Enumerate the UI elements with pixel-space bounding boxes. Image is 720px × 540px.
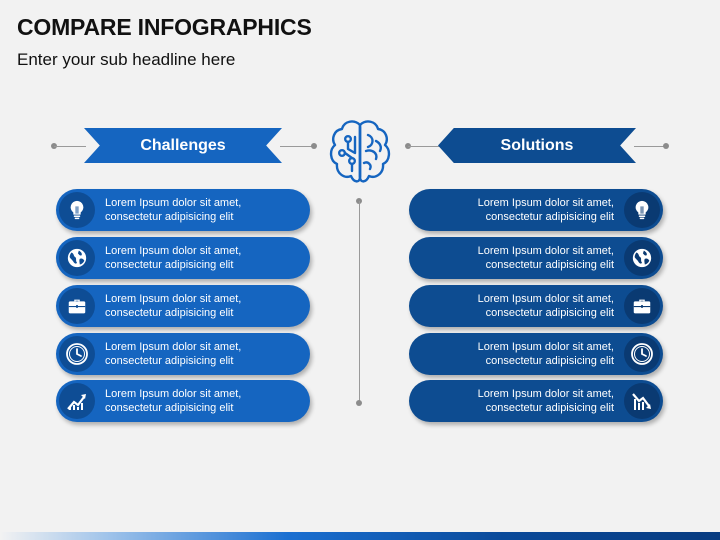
solutions-label: Solutions — [500, 136, 574, 154]
brain-icon — [329, 120, 391, 183]
solution-text: Lorem Ipsum dolor sit amet, consectetur … — [477, 245, 614, 271]
chart-up-icon — [59, 383, 95, 419]
challenge-text: Lorem Ipsum dolor sit amet, consectetur … — [105, 341, 242, 367]
clock-icon — [624, 336, 660, 372]
lightbulb-icon — [624, 192, 660, 228]
bottom-accent-bar — [0, 532, 720, 540]
challenge-text: Lorem Ipsum dolor sit amet, consectetur … — [105, 245, 242, 271]
challenge-text: Lorem Ipsum dolor sit amet, consectetur … — [105, 388, 242, 414]
challenge-item: Lorem Ipsum dolor sit amet, consectetur … — [56, 380, 310, 422]
lightbulb-icon — [59, 192, 95, 228]
solutions-banner: Solutions — [438, 128, 636, 163]
globe-icon — [624, 240, 660, 276]
center-divider-line — [358, 201, 360, 403]
solution-text: Lorem Ipsum dolor sit amet, consectetur … — [477, 197, 614, 223]
page-subtitle: Enter your sub headline here — [17, 50, 236, 69]
chart-down-icon — [624, 383, 660, 419]
solution-text: Lorem Ipsum dolor sit amet, consectetur … — [477, 341, 614, 367]
challenges-banner: Challenges — [84, 128, 282, 163]
page-title: COMPARE INFOGRAPHICS — [17, 14, 312, 40]
right-connector-line — [634, 145, 666, 147]
right-banner-line — [408, 145, 440, 147]
left-banner-line — [280, 145, 314, 147]
challenge-item: Lorem Ipsum dolor sit amet, consectetur … — [56, 237, 310, 279]
right-connector-dot — [663, 143, 669, 149]
solution-item: Lorem Ipsum dolor sit amet, consectetur … — [409, 237, 663, 279]
solution-text: Lorem Ipsum dolor sit amet, consectetur … — [477, 388, 614, 414]
challenge-item: Lorem Ipsum dolor sit amet, consectetur … — [56, 285, 310, 327]
briefcase-icon — [624, 288, 660, 324]
center-bottom-dot — [356, 400, 362, 406]
left-connector-line — [54, 145, 86, 147]
challenges-label: Challenges — [140, 136, 226, 154]
challenge-text: Lorem Ipsum dolor sit amet, consectetur … — [105, 293, 242, 319]
globe-icon — [59, 240, 95, 276]
challenge-item: Lorem Ipsum dolor sit amet, consectetur … — [56, 333, 310, 375]
briefcase-icon — [59, 288, 95, 324]
solution-text: Lorem Ipsum dolor sit amet, consectetur … — [477, 293, 614, 319]
solution-item: Lorem Ipsum dolor sit amet, consectetur … — [409, 380, 663, 422]
solution-item: Lorem Ipsum dolor sit amet, consectetur … — [409, 189, 663, 231]
solution-item: Lorem Ipsum dolor sit amet, consectetur … — [409, 285, 663, 327]
left-banner-dot — [311, 143, 317, 149]
challenge-text: Lorem Ipsum dolor sit amet, consectetur … — [105, 197, 242, 223]
solution-item: Lorem Ipsum dolor sit amet, consectetur … — [409, 333, 663, 375]
clock-icon — [59, 336, 95, 372]
challenge-item: Lorem Ipsum dolor sit amet, consectetur … — [56, 189, 310, 231]
